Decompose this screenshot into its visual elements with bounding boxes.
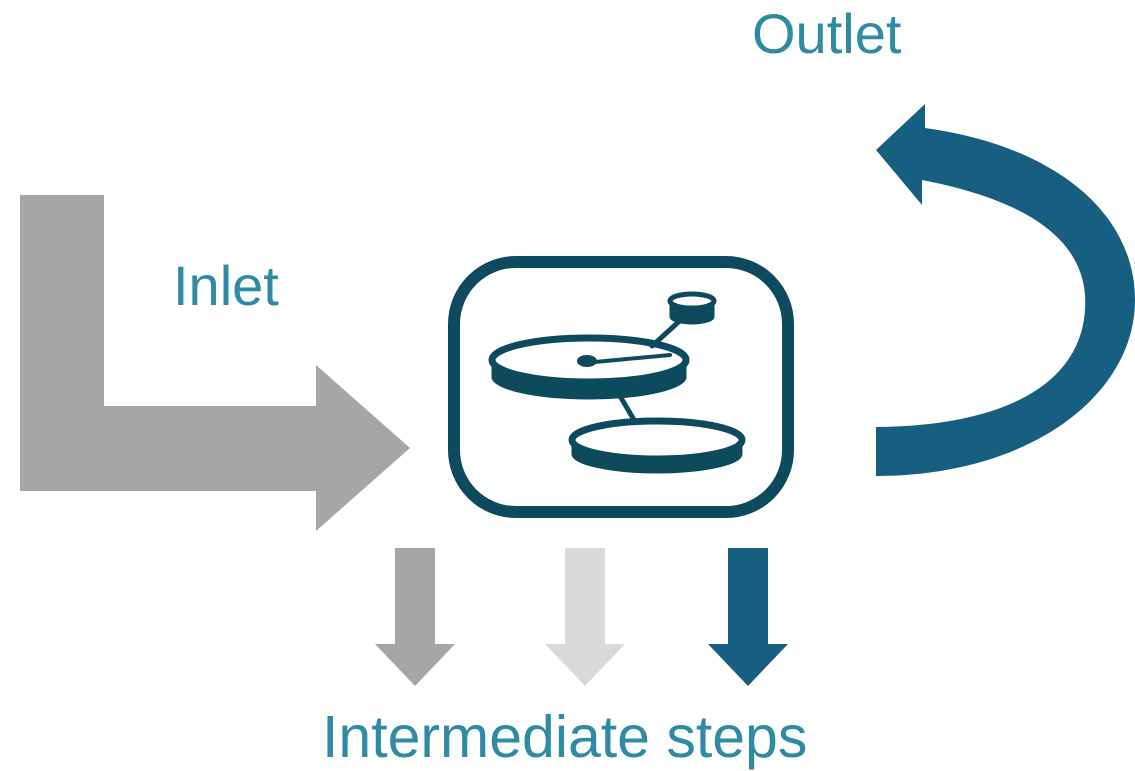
step-arrow-1 — [375, 548, 455, 686]
rotating-disc-process-icon — [488, 291, 746, 474]
inlet-label: Inlet — [173, 254, 279, 317]
intermediate-steps-label: Intermediate steps — [322, 704, 808, 770]
outlet-label: Outlet — [752, 2, 902, 65]
step-arrow-3 — [708, 548, 788, 686]
inlet-arrow — [20, 195, 410, 531]
step-arrow-2 — [545, 548, 625, 686]
outlet-arrow — [876, 104, 1135, 476]
